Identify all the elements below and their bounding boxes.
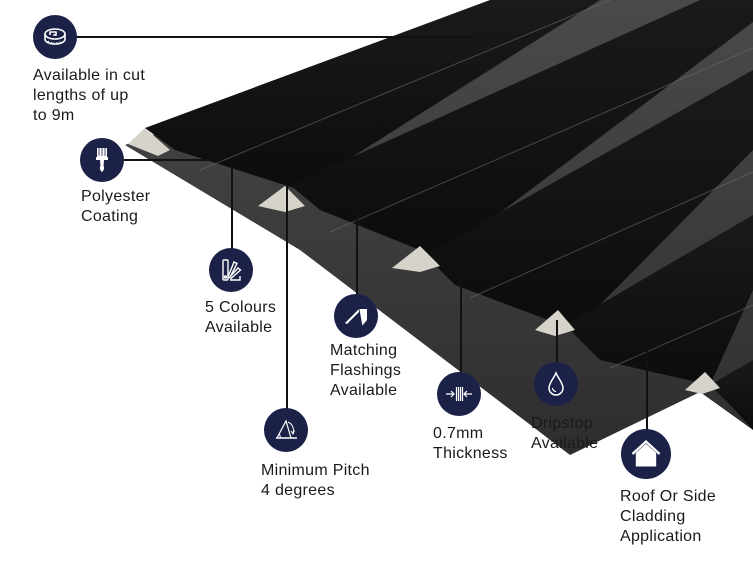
- label-line: Cladding: [620, 508, 686, 525]
- feature-cut-lengths-label: Available in cut lengths of up to 9m: [33, 66, 145, 126]
- label-line: Available: [531, 435, 599, 452]
- feature-dripstop-icon-badge: [534, 362, 578, 406]
- label-line: Available: [205, 319, 273, 336]
- feature-cut-lengths-icon-badge: [33, 15, 77, 59]
- sheet-rib: [710, 360, 753, 430]
- feature-cladding-icon-badge: [621, 429, 671, 479]
- callout-line-thickness: [460, 250, 462, 374]
- feature-coating-label: Polyester Coating: [81, 187, 150, 227]
- sheet-rib: [145, 0, 600, 190]
- label-line: Coating: [81, 208, 139, 225]
- label-line: lengths of up: [33, 87, 129, 104]
- feature-thickness-label: 0.7mm Thickness: [433, 424, 508, 464]
- callout-line-pitch: [286, 186, 288, 411]
- sheet-rib: [290, 0, 753, 258]
- angle-pitch-icon: [276, 419, 297, 439]
- callout-line-dripstop: [556, 320, 558, 364]
- label-line: Minimum Pitch: [261, 462, 370, 479]
- callout-line-coating: [124, 159, 222, 161]
- water-drop-icon: [548, 370, 564, 396]
- feature-flashings-icon-badge: [334, 294, 378, 338]
- label-line: 5 Colours: [205, 299, 277, 316]
- colour-swatch-icon: [222, 259, 242, 281]
- label-line: Matching: [330, 342, 398, 359]
- feature-cladding-label: Roof Or Side Cladding Application: [620, 487, 716, 547]
- callout-line-cut-lengths: [77, 36, 472, 38]
- tape-measure-icon: [44, 28, 66, 45]
- feature-thickness-icon-badge: [437, 372, 481, 416]
- paintbrush-icon: [96, 148, 108, 172]
- label-line: 0.7mm: [433, 425, 484, 442]
- feature-pitch-label: Minimum Pitch 4 degrees: [261, 461, 370, 501]
- label-line: 4 degrees: [261, 482, 335, 499]
- label-line: Application: [620, 528, 702, 545]
- sheet-rib: [565, 215, 753, 385]
- label-line: Available: [330, 382, 398, 399]
- label-line: Flashings: [330, 362, 402, 379]
- label-line: to 9m: [33, 107, 75, 124]
- feature-colours-label: 5 Colours Available: [205, 298, 276, 338]
- thickness-icon: [446, 387, 472, 401]
- sheet-rib: [425, 70, 753, 330]
- sheet-body: [125, 0, 753, 455]
- label-line: Dripstop: [531, 415, 593, 432]
- flashing-icon: [345, 308, 367, 327]
- label-line: Roof Or Side: [620, 488, 717, 505]
- feature-coating-icon-badge: [80, 138, 124, 182]
- callout-line-cladding: [646, 340, 648, 430]
- feature-flashings-label: Matching Flashings Available: [330, 341, 401, 401]
- callout-line-colours: [231, 162, 233, 250]
- label-line: Polyester: [81, 188, 151, 205]
- feature-pitch-icon-badge: [264, 408, 308, 452]
- feature-colours-icon-badge: [209, 248, 253, 292]
- callout-line-flashings: [356, 210, 358, 296]
- feature-dripstop-label: Dripstop Available: [531, 414, 598, 454]
- label-line: Thickness: [433, 445, 508, 462]
- label-line: Available in cut: [33, 67, 146, 84]
- house-icon: [631, 439, 661, 467]
